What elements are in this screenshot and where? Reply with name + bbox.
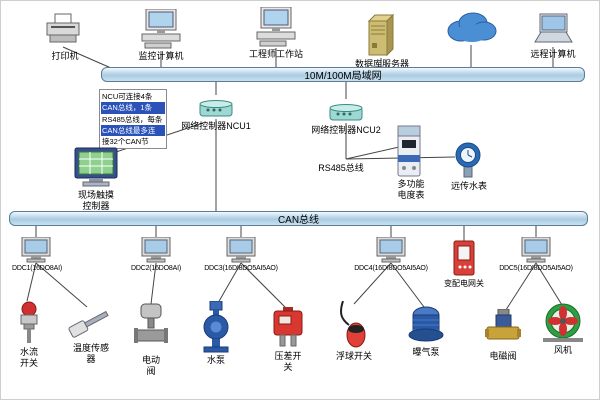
ddc1-label: DDC1(16DO8AI) xyxy=(12,265,62,272)
ncu1-label: 网络控制器NCU1 xyxy=(181,121,251,131)
cloud-icon xyxy=(443,11,499,45)
printer-icon xyxy=(45,13,83,47)
ddc4-label: DDC4(16DI8DO5AI5AO) xyxy=(354,265,428,272)
power-gateway-label: 变配电网关 xyxy=(444,279,484,288)
workstation-icon xyxy=(254,6,298,47)
laptop-icon xyxy=(531,13,575,47)
pressure-switch-icon xyxy=(270,307,306,349)
electric-valve-icon xyxy=(134,303,168,353)
water-flow-switch-label: 水流开关 xyxy=(19,347,38,368)
note-line: CAN总线，1条 xyxy=(101,102,165,114)
rs485-bus-label: RS485总线 xyxy=(318,163,364,173)
ddc4-icon xyxy=(375,236,407,263)
solenoid-valve-label: 电磁阀 xyxy=(489,351,517,361)
power-meter-icon xyxy=(396,125,422,177)
ddc2-label: DDC2(16DO8AI) xyxy=(131,265,181,272)
ddc3-icon xyxy=(225,236,257,263)
water-meter-icon xyxy=(453,141,483,179)
water-pump-label: 水泵 xyxy=(206,355,225,365)
can-bus: CAN总线 xyxy=(9,211,588,226)
monitor-pc-label: 监控计算机 xyxy=(138,51,184,61)
printer-label: 打印机 xyxy=(51,51,79,61)
water-pump-icon xyxy=(199,300,233,353)
router-ncu1-icon xyxy=(199,95,233,119)
ddc5-icon xyxy=(520,236,552,263)
float-switch-icon xyxy=(335,300,371,349)
server-icon xyxy=(363,13,399,59)
temp-sensor-label: 温度传感器 xyxy=(72,343,109,364)
workstation-label: 工程师工作站 xyxy=(248,49,303,59)
fan-icon xyxy=(541,301,585,343)
lan-bus: 10M/100M局域网 xyxy=(101,67,585,82)
ddc1-icon xyxy=(20,236,52,263)
aeration-pump-icon xyxy=(406,303,446,345)
touch-controller-label: 现场触摸控制器 xyxy=(77,190,114,211)
can-bus-label: CAN总线 xyxy=(277,215,320,226)
lan-bus-label: 10M/100M局域网 xyxy=(304,71,382,82)
ddc3-label: DDC3(16DI8DO5AI5AO) xyxy=(204,265,278,272)
note-line: RS485总线，每条 xyxy=(102,114,163,124)
touch-controller-icon xyxy=(73,147,119,189)
ddc2-icon xyxy=(140,236,172,263)
remote-pc-label: 远程计算机 xyxy=(530,49,576,59)
water-meter-label: 远传水表 xyxy=(451,181,488,191)
electric-valve-label: 电动阀 xyxy=(141,355,160,376)
desktop-computer-icon xyxy=(139,8,183,49)
note-line: CAN总线最多连 xyxy=(101,124,165,136)
db-server-label: 数据库服务器 xyxy=(354,59,409,69)
temp-sensor-icon xyxy=(67,303,113,341)
float-switch-label: 浮球开关 xyxy=(335,351,372,361)
water-flow-switch-icon xyxy=(14,301,44,345)
ncu-note-box: NCU可连接4条 CAN总线，1条 RS485总线，每条 CAN总线最多连 接3… xyxy=(99,89,167,150)
note-line: NCU可连接4条 xyxy=(102,92,153,101)
pressure-switch-label: 压差开关 xyxy=(274,351,302,372)
solenoid-valve-icon xyxy=(485,308,521,349)
ncu2-label: 网络控制器NCU2 xyxy=(311,125,381,135)
power-gateway-icon xyxy=(450,239,478,277)
aeration-pump-label: 曝气泵 xyxy=(412,347,440,357)
fan-label: 风机 xyxy=(553,345,572,355)
power-meter-label: 多功能电度表 xyxy=(397,179,425,200)
router-ncu2-icon xyxy=(329,99,363,123)
ddc5-label: DDC5(16DI8DO5AI5AO) xyxy=(499,265,573,272)
note-line: 接32个CAN节 xyxy=(102,137,149,146)
